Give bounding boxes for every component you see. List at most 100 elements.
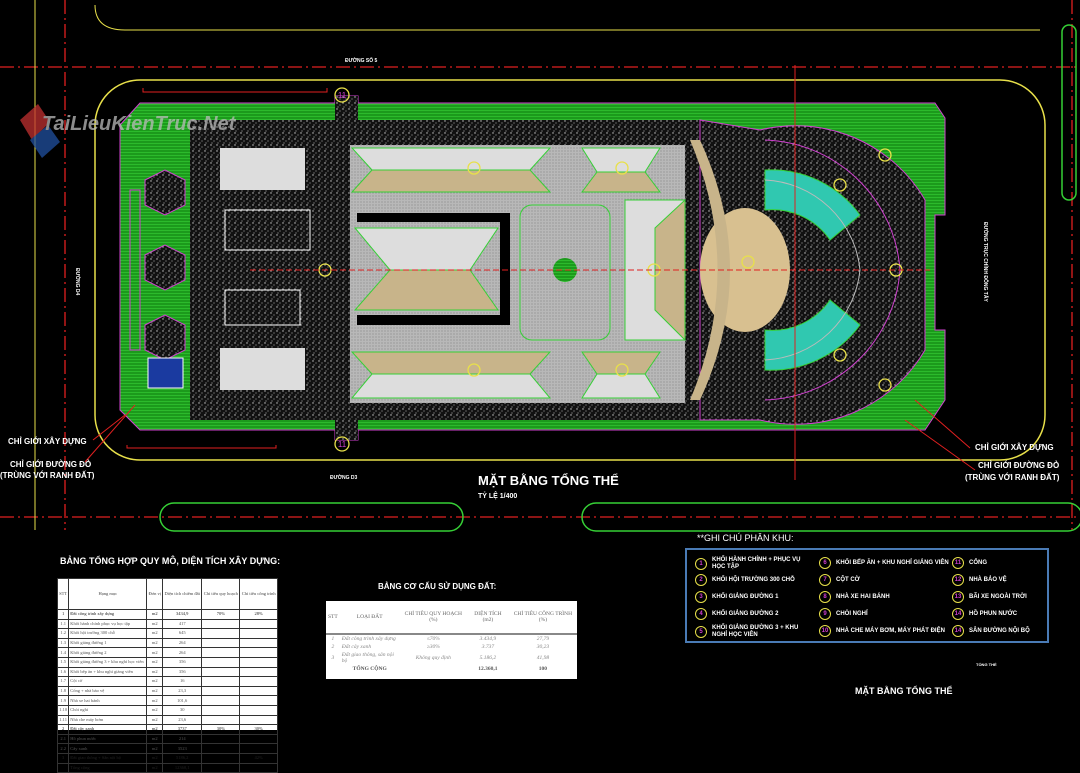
legend-number-badge: 11 [952, 557, 964, 569]
table-cell [239, 762, 278, 773]
table-cell: m2 [146, 647, 164, 658]
legend-number-badge: 3 [695, 591, 707, 603]
land-table-header: STT [326, 601, 340, 635]
watermark-logo: TaiLieuKienTruc.Net [20, 104, 237, 158]
court-2 [224, 289, 301, 326]
table-cell [239, 733, 278, 745]
table-cell: Tổng cộng [68, 762, 148, 773]
table-cell: 2 [56, 724, 70, 735]
table-cell: Đất cây xanh [68, 724, 148, 735]
legend-number-badge: 1 [695, 558, 707, 570]
table-cell: Cây xanh [68, 743, 148, 754]
legend-label: NHÀ BẢO VỆ [969, 576, 1007, 583]
table-cell: 12360,1 [162, 762, 203, 773]
table-cell: m2 [146, 676, 164, 687]
table-cell [201, 743, 241, 754]
table-cell: m2 [146, 628, 164, 639]
table-cell [201, 762, 241, 773]
fountain-pool-top [764, 169, 861, 241]
site-plan-drawing: 11 11 ĐƯỜNG SỐ 5 ĐƯỜNG D3 ĐƯỜNG D4 ĐƯỜNG… [0, 0, 1080, 532]
table-cell: 16 [162, 676, 203, 687]
table-cell: 2.2 [56, 743, 70, 754]
table-cell [239, 704, 278, 716]
legend-label: KHỐI HÀNH CHÍNH + PHỤC VỤ HỌC TẬP [712, 557, 801, 570]
table-cell: Đất giao thông + Sân nội bộ [68, 752, 148, 764]
right-median [1061, 24, 1077, 201]
table-cell [239, 618, 278, 630]
table-cell: 645 [162, 628, 203, 639]
legend-label: CHÒI NGHỈ [836, 610, 868, 617]
parking-top [220, 148, 305, 190]
land-table-title: BẢNG CƠ CẤU SỬ DỤNG ĐẤT: [378, 582, 497, 591]
pavilions [144, 169, 186, 361]
table-cell: m2 [146, 637, 164, 649]
table-cell: 27,79 [536, 636, 550, 642]
drawing-scale: TỶ LỆ 1/400 [478, 491, 517, 500]
table-cell: 264 [162, 647, 203, 658]
summary-table-header: Chỉ tiêu công trình [239, 578, 278, 610]
table-cell: Cột cờ [68, 676, 148, 687]
table-cell: 1 [331, 636, 335, 642]
legend-label: KHỐI GIẢNG ĐƯỜNG 2 [712, 610, 779, 617]
table-cell: Nhà che máy bơm [68, 714, 148, 726]
summary-table-header: Hạng mục [68, 578, 148, 610]
road-label-left: ĐƯỜNG D4 [74, 268, 82, 296]
table-cell: 101,6 [162, 695, 203, 706]
table-cell: Đất cây xanh [341, 644, 372, 650]
table-cell: Đất công trình xây dựng [68, 609, 148, 620]
summary-table-header: Đơn vị [146, 578, 164, 610]
summary-table-header: STT [56, 578, 70, 610]
table-cell: 2 [331, 644, 335, 650]
legend-number-badge: 6 [819, 557, 831, 569]
axis-lines [0, 0, 1080, 530]
legend-label: SÂN ĐƯỜNG NỘI BỘ [969, 627, 1030, 634]
table-cell: 1.4 [56, 647, 70, 658]
table-cell: 30 [162, 704, 203, 716]
table-cell: m2 [146, 618, 164, 630]
table-cell: 1.11 [56, 714, 70, 726]
table-cell [201, 676, 241, 687]
table-cell [239, 628, 278, 639]
table-cell: 23,3 [162, 685, 203, 697]
table-cell: m2 [146, 695, 164, 706]
land-table-header: CHỈ TIÊU QUY HOẠCH (%) [399, 601, 468, 635]
red-line-label-right: CHỈ GIỚI ĐƯỜNG ĐỎ [978, 461, 1059, 470]
table-cell [239, 656, 278, 668]
table-cell: 3 [56, 752, 70, 764]
dimension-lines [126, 65, 930, 480]
court-1 [224, 209, 311, 251]
legend-number-badge: 4 [695, 608, 707, 620]
table-cell [201, 656, 241, 668]
table-cell [239, 743, 278, 754]
legend-label: NHÀ XE HAI BÁNH [836, 593, 890, 600]
table-cell: Nhà xe hai bánh [68, 695, 148, 706]
sheet-bottom-title: MẶT BẰNG TỔNG THỂ [855, 686, 953, 696]
land-table-header: LOẠI ĐẤT [339, 601, 400, 635]
legend-number-badge: 12 [952, 574, 964, 586]
table-cell: Khối bếp ăn + khu nghỉ giảng viên [68, 666, 148, 678]
table-cell [201, 714, 241, 726]
table-cell [201, 666, 241, 678]
land-table-header: DIỆN TÍCH (m2) [467, 601, 509, 635]
legend-number-badge: 13 [952, 591, 964, 603]
table-cell: Đất công trình xây dựng [341, 636, 396, 642]
